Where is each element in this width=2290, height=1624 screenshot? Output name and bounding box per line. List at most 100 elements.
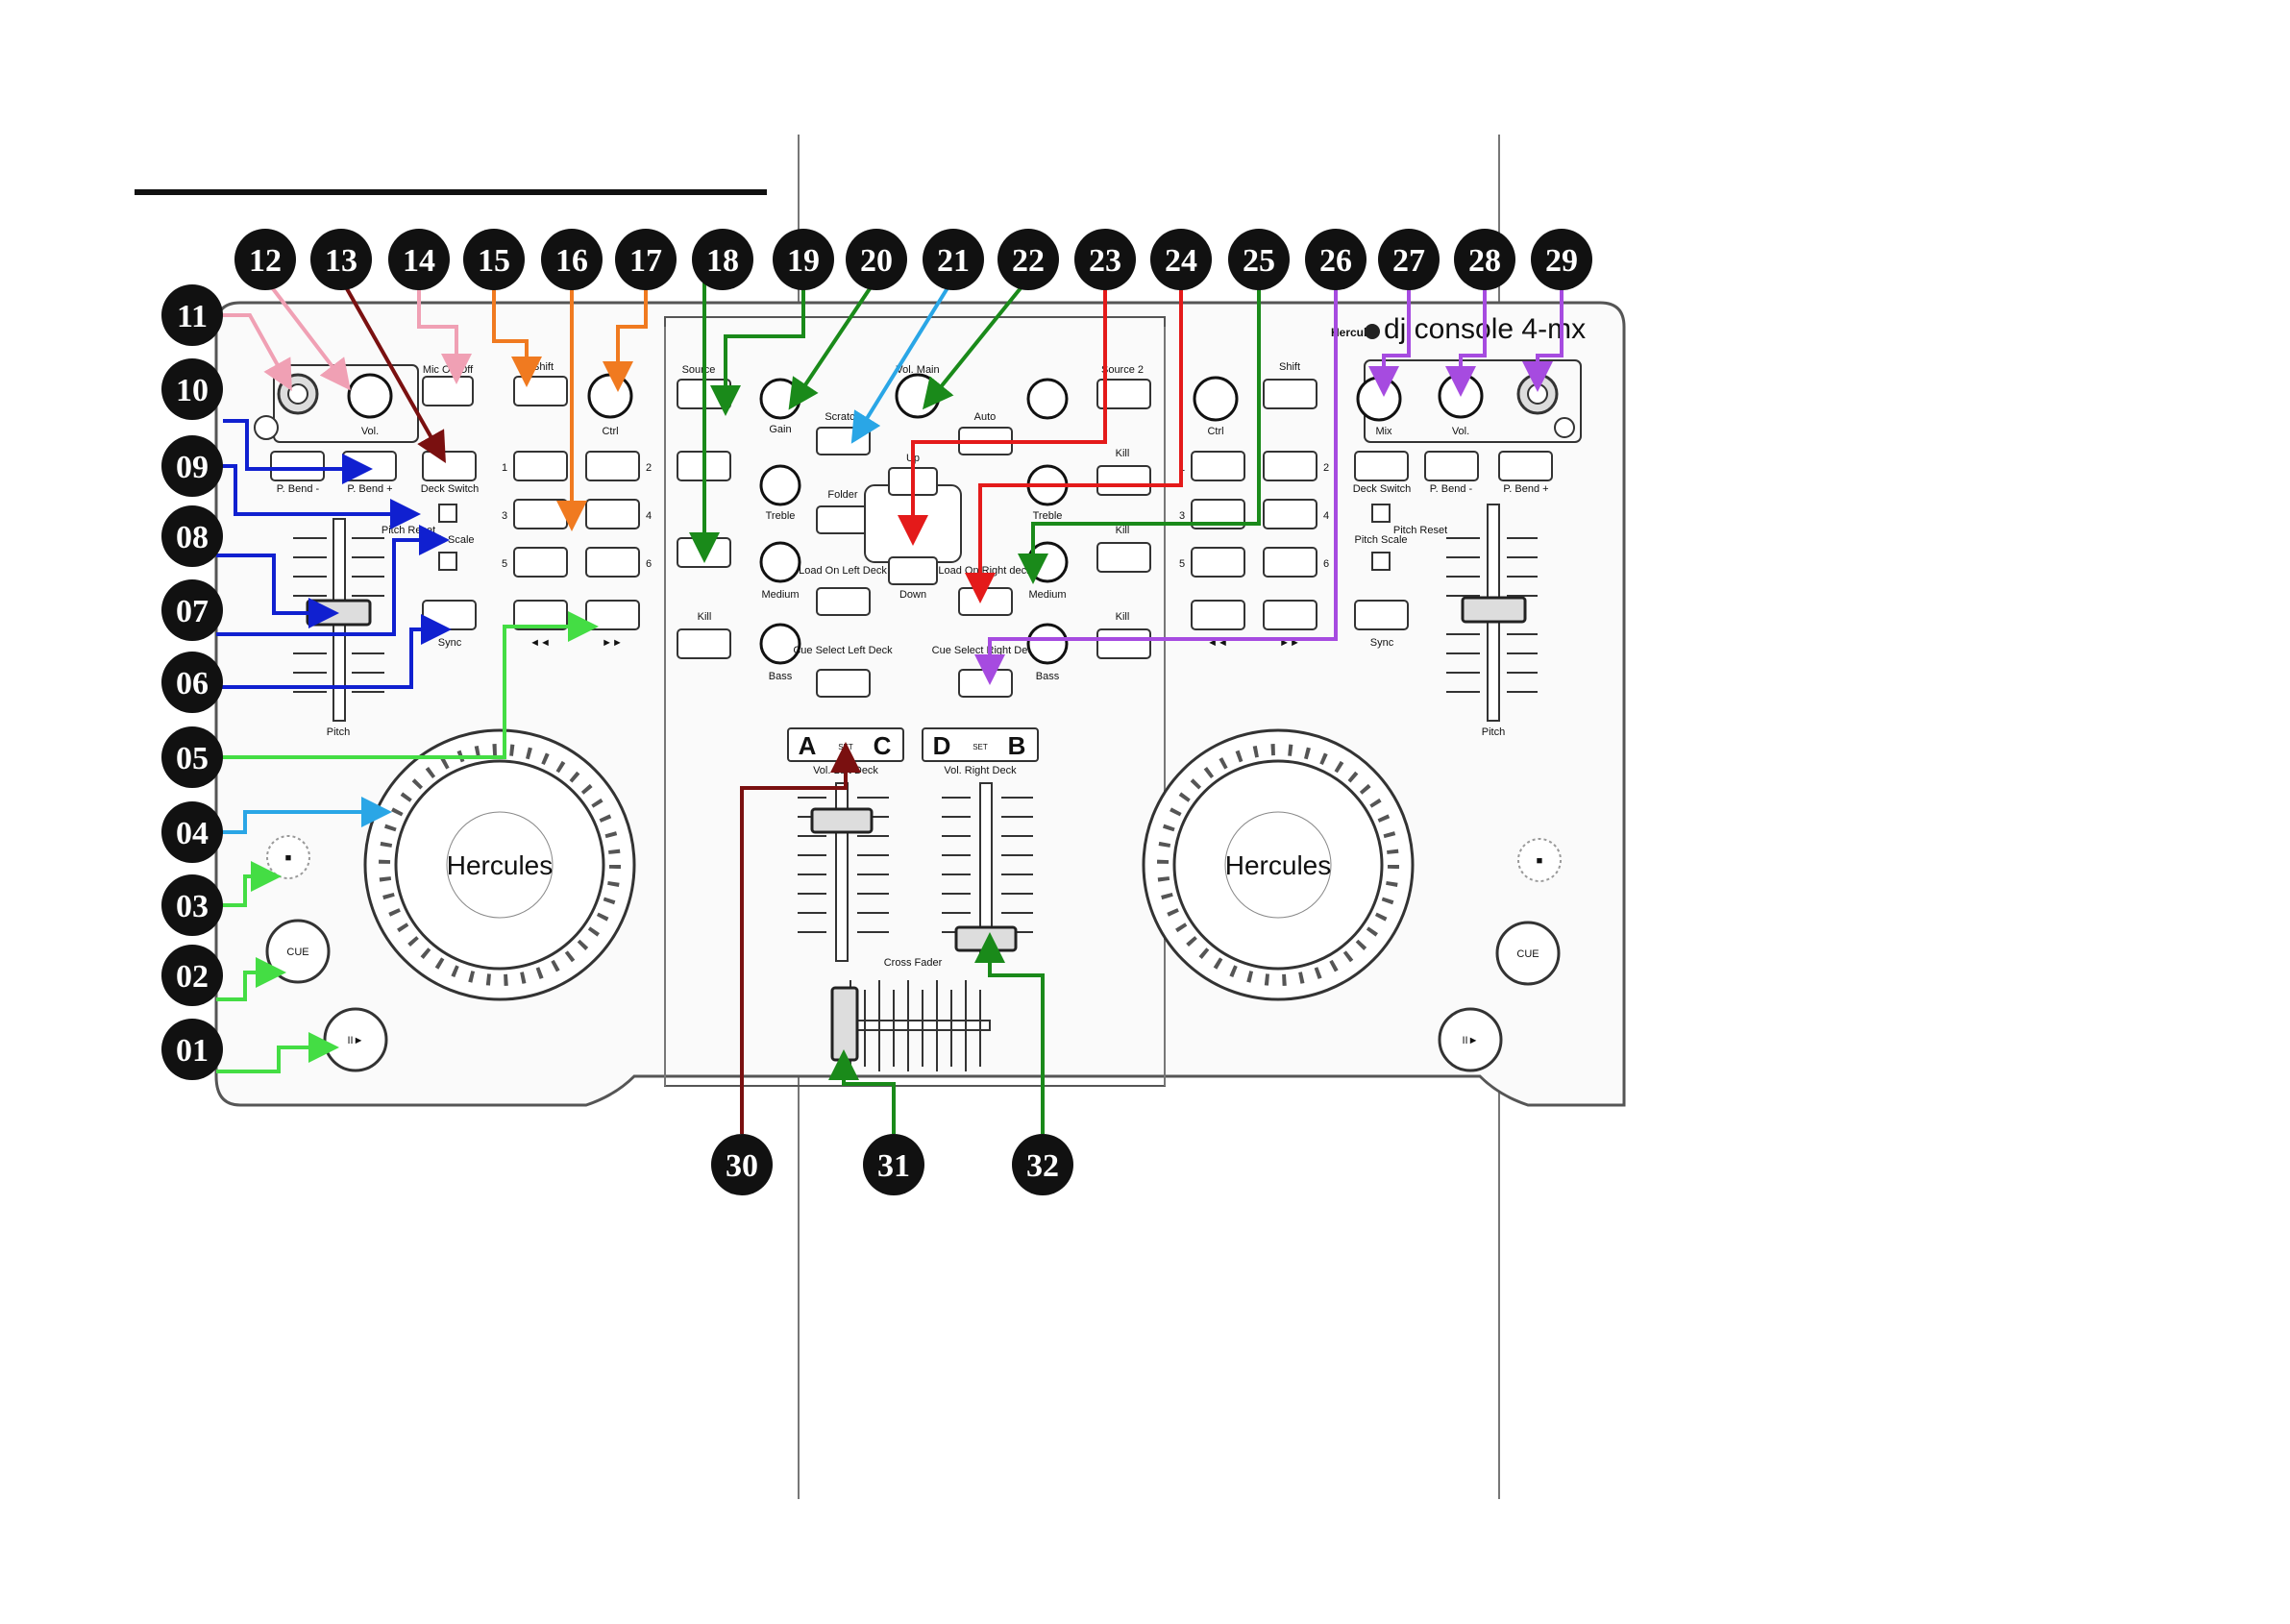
volume-fader-left[interactable] <box>798 782 889 962</box>
svg-text:Kill: Kill <box>1116 448 1130 459</box>
svg-text:Load On Right deck: Load On Right deck <box>938 565 1032 577</box>
gain-knob-right[interactable] <box>1026 378 1069 420</box>
jog-wheel-right[interactable] <box>1142 728 1415 1001</box>
cue-select-right-button[interactable] <box>958 669 1013 698</box>
fast-forward-button-left[interactable] <box>585 600 640 630</box>
svg-text:Shift: Shift <box>1279 361 1300 373</box>
svg-text:17: 17 <box>629 243 662 279</box>
svg-text:►►: ►► <box>602 637 623 649</box>
svg-text:27: 27 <box>1392 243 1425 279</box>
badge-28: 28 <box>1454 229 1515 290</box>
stop-button-right[interactable] <box>1517 838 1562 882</box>
deck-switch-button-right[interactable] <box>1354 451 1409 481</box>
sync-button-left[interactable] <box>422 600 477 630</box>
brand-logo-icon <box>1365 324 1380 339</box>
leader-02 <box>216 957 286 1001</box>
leader-30 <box>740 742 861 1134</box>
svg-text:D: D <box>933 731 951 760</box>
folder-button[interactable] <box>816 505 871 534</box>
pad-3-left[interactable] <box>513 499 568 529</box>
pad-6-right[interactable] <box>1263 547 1317 578</box>
badge-24: 24 <box>1150 229 1212 290</box>
leader-13 <box>339 278 446 463</box>
pad-3-right[interactable] <box>1191 499 1245 529</box>
sync-button-right[interactable] <box>1354 600 1409 630</box>
bass-knob-right[interactable] <box>1026 623 1069 665</box>
kill-button-right-3[interactable] <box>1096 628 1151 659</box>
svg-text:◄◄: ◄◄ <box>529 637 551 649</box>
pitch-scale-up-left[interactable] <box>438 504 457 523</box>
pad-2-right[interactable] <box>1263 451 1317 481</box>
svg-text:Kill: Kill <box>1116 525 1130 536</box>
down-button[interactable] <box>888 556 938 585</box>
svg-text:Pitch Scale: Pitch Scale <box>1354 534 1407 546</box>
pitch-scale-up-right[interactable] <box>1371 504 1391 523</box>
badge-20: 20 <box>846 229 907 290</box>
cue-button-right[interactable] <box>1495 921 1561 986</box>
load-right-deck-button[interactable] <box>958 587 1013 616</box>
p-bend-minus-button-right[interactable] <box>1424 451 1479 481</box>
shift-button-right[interactable] <box>1263 379 1317 409</box>
mic-vol-knob[interactable] <box>347 373 393 419</box>
p-bend-plus-button-left[interactable] <box>342 451 397 481</box>
svg-text:07: 07 <box>176 594 209 629</box>
svg-text:18: 18 <box>706 243 739 279</box>
pad-1-left[interactable] <box>513 451 568 481</box>
svg-text:21: 21 <box>937 243 970 279</box>
svg-text:B: B <box>1008 731 1026 760</box>
kill-button-left-3[interactable] <box>677 628 731 659</box>
svg-text:Pitch: Pitch <box>327 726 350 738</box>
ctrl-knob-left[interactable] <box>587 373 633 419</box>
kill-button-right-1[interactable] <box>1096 465 1151 496</box>
svg-text:24: 24 <box>1165 243 1197 279</box>
rewind-button-right[interactable] <box>1191 600 1245 630</box>
pad-2-left[interactable] <box>585 451 640 481</box>
svg-text:26: 26 <box>1319 243 1352 279</box>
fast-forward-button-right[interactable] <box>1263 600 1317 630</box>
jog-wheel-left[interactable] <box>363 728 636 1001</box>
scratch-button[interactable] <box>816 427 871 455</box>
pad-4-right[interactable] <box>1263 499 1317 529</box>
svg-text:30: 30 <box>726 1148 758 1184</box>
svg-text:Deck Switch: Deck Switch <box>421 483 480 495</box>
badge-21: 21 <box>923 229 984 290</box>
bass-knob-left[interactable] <box>759 623 801 665</box>
svg-text:CUE: CUE <box>1516 948 1539 960</box>
leader-07 <box>216 525 450 636</box>
badge-11: 11 <box>161 284 223 346</box>
load-left-deck-button[interactable] <box>816 587 871 616</box>
play-pause-button-right[interactable] <box>1438 1007 1503 1072</box>
mix-knob[interactable] <box>1356 376 1402 422</box>
kill-button-right-2[interactable] <box>1096 542 1151 573</box>
rewind-button-left[interactable] <box>513 600 568 630</box>
pad-5-right[interactable] <box>1191 547 1245 578</box>
mic-on-off-button[interactable] <box>422 376 474 406</box>
pad-5-left[interactable] <box>513 547 568 578</box>
svg-text:Treble: Treble <box>766 510 796 522</box>
pitch-scale-down-right[interactable] <box>1371 552 1391 571</box>
svg-text:10: 10 <box>176 373 209 408</box>
treble-knob-left[interactable] <box>759 464 801 506</box>
p-bend-plus-button-right[interactable] <box>1498 451 1553 481</box>
source-button-right[interactable] <box>1096 379 1151 409</box>
pitch-scale-down-left[interactable] <box>438 552 457 571</box>
pad-4-left[interactable] <box>585 499 640 529</box>
badge-08: 08 <box>161 505 223 567</box>
svg-text:Source: Source <box>682 364 716 376</box>
svg-text:4: 4 <box>1323 510 1329 522</box>
pad-1-right[interactable] <box>1191 451 1245 481</box>
cue-select-left-button[interactable] <box>816 669 871 698</box>
shift-button-left[interactable] <box>513 376 568 406</box>
medium-knob-left[interactable] <box>759 541 801 583</box>
svg-text:P. Bend -: P. Bend - <box>1430 483 1473 495</box>
deck-switch-button-left[interactable] <box>422 451 477 481</box>
badge-32: 32 <box>1012 1134 1073 1195</box>
badge-06: 06 <box>161 652 223 713</box>
deck-selector-right[interactable]: D B SET <box>922 727 1039 762</box>
pitch-fader-right[interactable] <box>1446 504 1538 722</box>
ctrl-knob-right[interactable] <box>1193 376 1239 422</box>
leader-01 <box>216 1032 339 1073</box>
pad-6-left[interactable] <box>585 547 640 578</box>
svg-text:CUE: CUE <box>286 947 308 958</box>
p-bend-minus-button-left[interactable] <box>270 451 325 481</box>
